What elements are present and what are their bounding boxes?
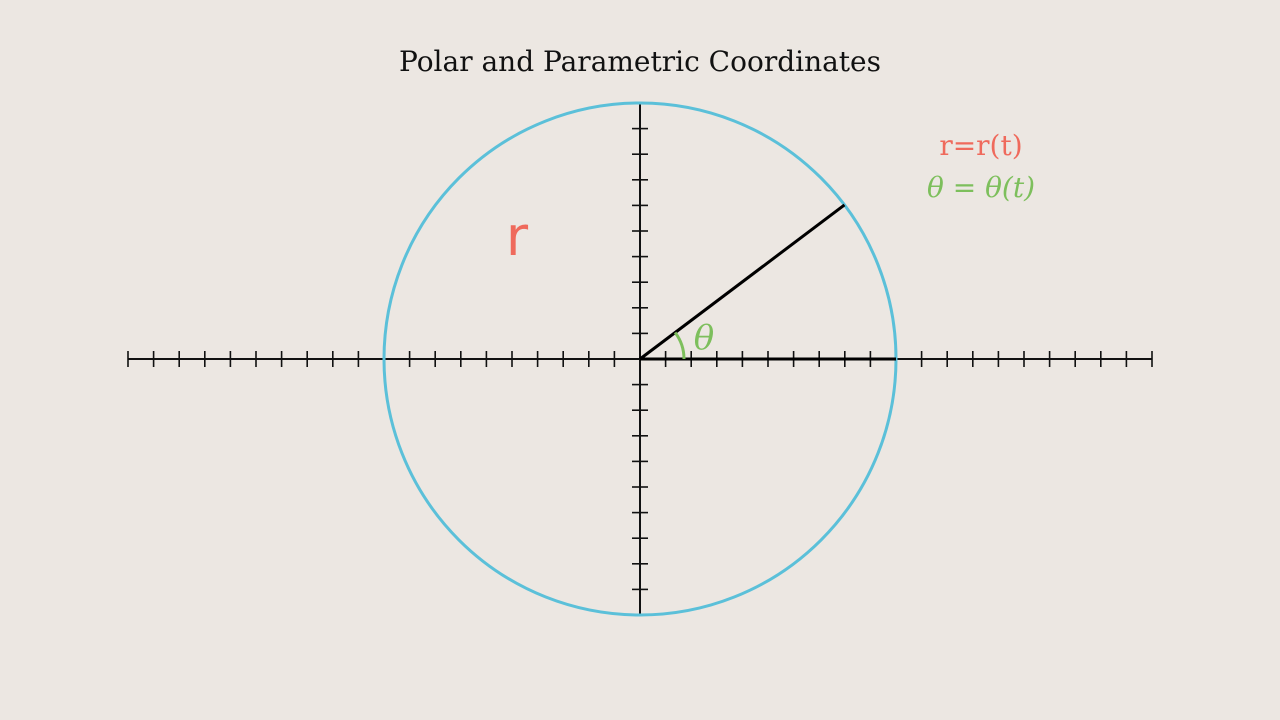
angle-equation: θ = θ(t) xyxy=(927,171,1035,204)
angle-label: θ xyxy=(694,318,714,358)
radius-label: r xyxy=(506,205,529,268)
angle-equation-lhs: θ xyxy=(927,171,944,204)
angle-equation-equals: = xyxy=(944,171,985,204)
angle-arc xyxy=(673,331,686,360)
radius-equation: r=r(t) xyxy=(939,129,1022,162)
radius-line xyxy=(639,203,846,361)
angle-equation-rhs: θ(t) xyxy=(985,171,1035,204)
diagram-title: Polar and Parametric Coordinates xyxy=(399,45,881,78)
